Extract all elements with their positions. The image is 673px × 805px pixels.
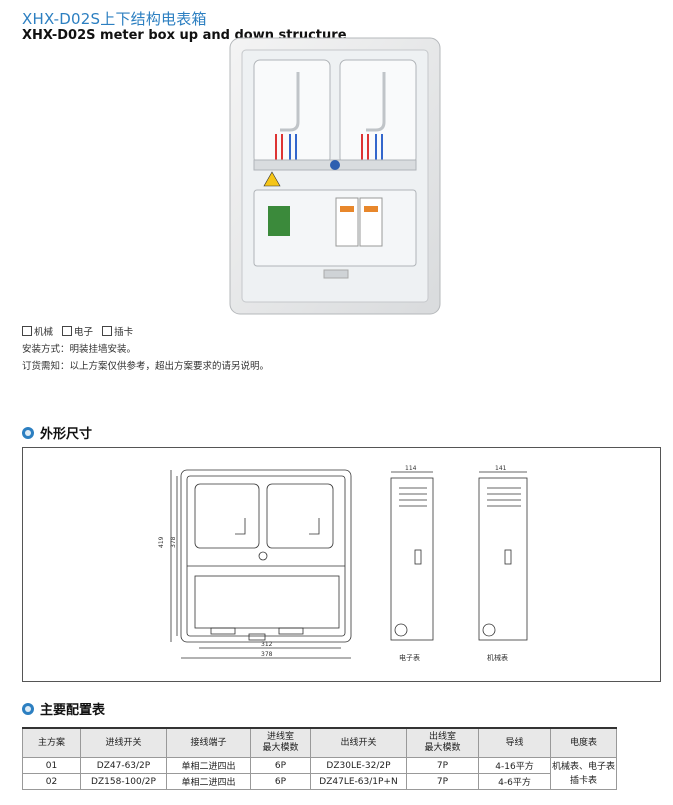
checkbox-icon: [102, 326, 113, 336]
caption-mechanical: 机械表: [487, 653, 508, 662]
table-cell: DZ47-63/2P: [80, 757, 167, 774]
caption-electronic: 电子表: [399, 653, 420, 662]
product-title-cn: XHX-D02S上下结构电表箱: [22, 10, 207, 28]
checkbox-icon: [22, 326, 32, 336]
option-label: 机械: [34, 327, 54, 338]
table-cell: DZ158-100/2P: [80, 773, 167, 790]
dim-height-inner: 378: [170, 536, 177, 548]
options-block: 机械 电子 插卡 安装方式：明装挂墙安装。 订货需知：以上方案仅供参考，超出方案…: [22, 324, 269, 375]
table-row: 01 DZ47-63/2P 单相二进四出 6P DZ30LE-32/2P 7P …: [22, 757, 617, 790]
dim-width-outer: 378: [261, 651, 273, 658]
table-header: 出线开关: [310, 727, 407, 758]
table-cell: 6P: [250, 757, 311, 774]
table-cell: 6P: [250, 773, 311, 790]
table-header: 出线室 最大模数: [406, 727, 479, 758]
table-cell: 01: [22, 757, 81, 774]
table-cell: DZ47LE-63/1P+N: [310, 773, 407, 790]
dim-depth-electronic: 114: [405, 465, 417, 472]
table-header: 接线端子: [166, 727, 251, 758]
section-config-label: 主要配置表: [40, 703, 106, 718]
dim-height-outer: 419: [158, 536, 165, 548]
table-cell: 02: [22, 773, 81, 790]
product-photo: [229, 37, 441, 315]
table-cell: 单相二进四出: [166, 773, 251, 790]
section-config-heading: 主要配置表: [22, 699, 105, 718]
bullet-icon: [22, 427, 34, 439]
dimension-drawing: 312 378 419 378 114 电子表 141: [158, 465, 528, 662]
table-cell: 7P: [406, 773, 479, 790]
table-header-row: 主方案 进线开关 接线端子 进线室 最大模数 出线开关 出线室 最大模数 导线 …: [22, 727, 617, 758]
config-table: 主方案 进线开关 接线端子 进线室 最大模数 出线开关 出线室 最大模数 导线 …: [22, 727, 617, 790]
option-line: 机械 电子 插卡: [22, 324, 269, 341]
order-note: 订货需知：以上方案仅供参考，超出方案要求的请另说明。: [22, 361, 270, 372]
option-label: 电子: [74, 327, 94, 338]
table-header: 电度表: [550, 727, 617, 758]
table-header: 主方案: [22, 727, 81, 758]
section-dimensions-label: 外形尺寸: [40, 427, 93, 442]
table-cell: 4-16平方: [478, 757, 551, 774]
table-row: 02 DZ158-100/2P 单相二进四出 6P DZ47LE-63/1P+N…: [22, 773, 617, 790]
table-header: 进线开关: [80, 727, 167, 758]
table-cell: 4-6平方: [478, 773, 551, 790]
table-cell: 7P: [406, 757, 479, 774]
bullet-icon: [22, 703, 34, 715]
table-header: 导线: [478, 727, 551, 758]
checkbox-icon: [62, 326, 73, 336]
table-cell-meter: 机械表、电子表插卡表: [550, 757, 617, 790]
install-method: 安装方式：明装挂墙安装。: [22, 344, 137, 355]
table-cell: 单相二进四出: [166, 757, 251, 774]
dim-depth-mechanical: 141: [495, 465, 507, 472]
table-header: 进线室 最大模数: [250, 727, 311, 758]
dim-width-inner: 312: [261, 641, 273, 648]
table-cell: DZ30LE-32/2P: [310, 757, 407, 774]
option-label: 插卡: [114, 327, 134, 338]
section-dimensions-heading: 外形尺寸: [22, 423, 92, 442]
dimension-drawing-frame: 312 378 419 378 114 电子表 141: [22, 447, 661, 682]
